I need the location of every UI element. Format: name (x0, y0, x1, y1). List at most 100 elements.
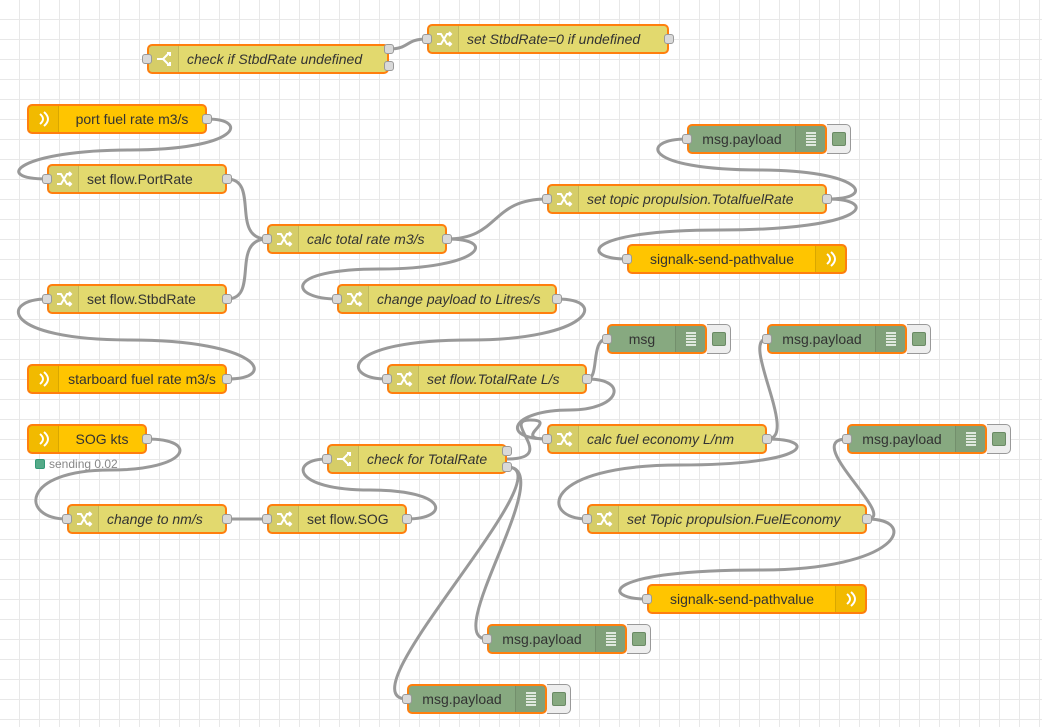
change-node-set-topic-fueleconomy[interactable]: set Topic propulsion.FuelEconomy (587, 504, 867, 534)
function-node-calc-total-rate[interactable]: calc total rate m3/s (267, 224, 447, 254)
output-port[interactable] (384, 61, 394, 71)
wire[interactable] (226, 237, 268, 301)
input-port[interactable] (332, 294, 342, 304)
debug-toggle-button[interactable] (987, 424, 1011, 454)
function-node-calc-fuel-economy[interactable]: calc fuel economy L/nm (547, 424, 767, 454)
switch-node-check-totalrate[interactable]: check for TotalRate (327, 444, 507, 474)
debug-toggle-button[interactable] (547, 684, 571, 714)
signalk-send-node-2[interactable]: signalk-send-pathvalue (647, 584, 867, 614)
debug-node-payload-5[interactable]: msg.payload (407, 684, 547, 714)
output-port[interactable] (222, 174, 232, 184)
input-port[interactable] (382, 374, 392, 384)
shuffle-icon (49, 286, 79, 312)
input-port[interactable] (682, 134, 692, 144)
input-port[interactable] (642, 594, 652, 604)
change-node-litres[interactable]: change payload to Litres/s (337, 284, 557, 314)
node-label: msg (628, 331, 656, 347)
wire[interactable] (618, 517, 896, 601)
output-port[interactable] (442, 234, 452, 244)
node-label: set topic propulsion.TotalfuelRate (587, 191, 794, 207)
debug-toggle-button[interactable] (827, 124, 851, 154)
input-port[interactable] (542, 194, 552, 204)
output-port[interactable] (202, 114, 212, 124)
toggle-square-icon (711, 332, 726, 346)
output-port[interactable] (664, 34, 674, 44)
input-port[interactable] (602, 334, 612, 344)
change-node-set-portrate[interactable]: set flow.PortRate (47, 164, 227, 194)
debug-node-payload-2[interactable]: msg.payload (767, 324, 907, 354)
output-port[interactable] (222, 374, 232, 384)
debug-node-payload-top[interactable]: msg.payload (687, 124, 827, 154)
wire[interactable] (515, 377, 616, 441)
output-port[interactable] (502, 446, 512, 456)
output-port[interactable] (384, 44, 394, 54)
input-port[interactable] (322, 454, 332, 464)
input-port[interactable] (262, 514, 272, 524)
output-port[interactable] (142, 434, 152, 444)
input-port[interactable] (762, 334, 772, 344)
output-port[interactable] (402, 514, 412, 524)
wire[interactable] (832, 437, 876, 521)
input-port[interactable] (42, 174, 52, 184)
change-node-set-sog[interactable]: set flow.SOG (267, 504, 407, 534)
debug-toggle-button[interactable] (627, 624, 651, 654)
wire[interactable] (656, 137, 858, 201)
debug-toggle-button[interactable] (707, 324, 731, 354)
output-port[interactable] (822, 194, 832, 204)
wire[interactable] (506, 418, 548, 461)
node-label: change payload to Litres/s (377, 291, 541, 307)
output-port[interactable] (222, 294, 232, 304)
wire[interactable] (557, 437, 799, 521)
signalk-input-node-port-fuel[interactable]: port fuel rate m3/s (27, 104, 207, 134)
change-node-set-stbdrate[interactable]: set flow.StbdRate (47, 284, 227, 314)
node-label: set flow.TotalRate L/s (427, 371, 560, 387)
change-node-set-topic-totalfuelrate[interactable]: set topic propulsion.TotalfuelRate (547, 184, 827, 214)
wire[interactable] (446, 197, 548, 241)
node-label: msg.payload (862, 431, 942, 447)
input-port[interactable] (142, 54, 152, 64)
wire[interactable] (301, 457, 437, 521)
wire[interactable] (597, 197, 858, 261)
wire[interactable] (34, 437, 182, 521)
node-status: sending 0.02 (35, 457, 118, 471)
output-port[interactable] (862, 514, 872, 524)
signalk-input-node-sog[interactable]: SOG kts (27, 424, 147, 454)
input-port[interactable] (622, 254, 632, 264)
wire[interactable] (301, 237, 478, 301)
input-port[interactable] (402, 694, 412, 704)
input-port[interactable] (262, 234, 272, 244)
wire[interactable] (758, 337, 779, 441)
wire[interactable] (16, 297, 256, 381)
output-port[interactable] (762, 434, 772, 444)
debug-node-payload-3[interactable]: msg.payload (847, 424, 987, 454)
debug-node-payload-4[interactable]: msg.payload (487, 624, 627, 654)
input-port[interactable] (42, 294, 52, 304)
input-port[interactable] (422, 34, 432, 44)
wire[interactable] (586, 337, 608, 381)
input-port[interactable] (582, 514, 592, 524)
shuffle-icon (269, 506, 299, 532)
output-port[interactable] (502, 462, 512, 472)
input-port[interactable] (842, 434, 852, 444)
list-icon (955, 426, 985, 452)
output-port[interactable] (552, 294, 562, 304)
change-node-set-stbdrate-0[interactable]: set StbdRate=0 if undefined (427, 24, 669, 54)
output-port[interactable] (582, 374, 592, 384)
wire[interactable] (226, 177, 268, 241)
signalk-send-node-1[interactable]: signalk-send-pathvalue (627, 244, 847, 274)
debug-node-msg[interactable]: msg (607, 324, 707, 354)
input-port[interactable] (482, 634, 492, 644)
input-port[interactable] (62, 514, 72, 524)
output-port[interactable] (222, 514, 232, 524)
signalk-input-node-starboard-fuel[interactable]: starboard fuel rate m3/s (27, 364, 227, 394)
wire[interactable] (17, 117, 233, 181)
change-node-set-totalrate[interactable]: set flow.TotalRate L/s (387, 364, 587, 394)
node-label: signalk-send-pathvalue (670, 591, 814, 607)
change-node-to-nm[interactable]: change to nm/s (67, 504, 227, 534)
switch-node-check-stbdrate[interactable]: check if StbdRate undefined (147, 44, 389, 74)
debug-toggle-button[interactable] (907, 324, 931, 354)
list-icon (795, 126, 825, 152)
input-port[interactable] (542, 434, 552, 444)
wire[interactable] (393, 465, 520, 701)
wire[interactable] (356, 297, 587, 381)
